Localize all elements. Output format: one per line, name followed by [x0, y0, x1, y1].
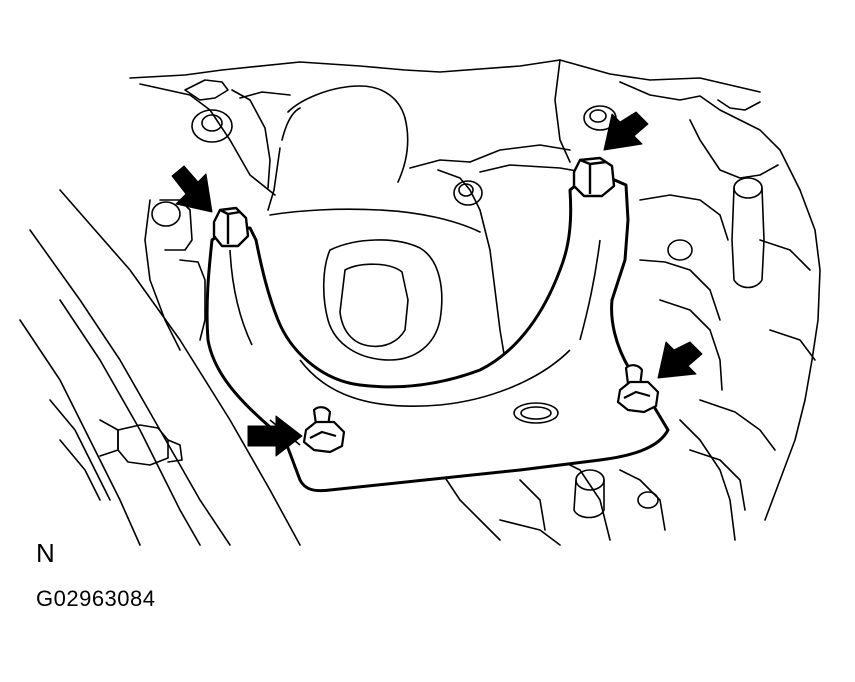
bolt-icon	[212, 206, 250, 248]
engine-background-lines	[19, 59, 821, 546]
bold-arrow-icon	[247, 415, 303, 457]
nut-icon	[302, 406, 346, 454]
view-label: N	[36, 538, 55, 568]
bold-arrow-icon	[657, 341, 703, 379]
nut-icon	[616, 364, 660, 414]
bold-arrow-icon	[603, 111, 649, 151]
figure-id: G02963084	[36, 586, 156, 611]
engine-bracket-illustration	[19, 59, 821, 546]
bolt-icon	[572, 156, 616, 198]
bold-arrow-icon	[171, 165, 213, 213]
